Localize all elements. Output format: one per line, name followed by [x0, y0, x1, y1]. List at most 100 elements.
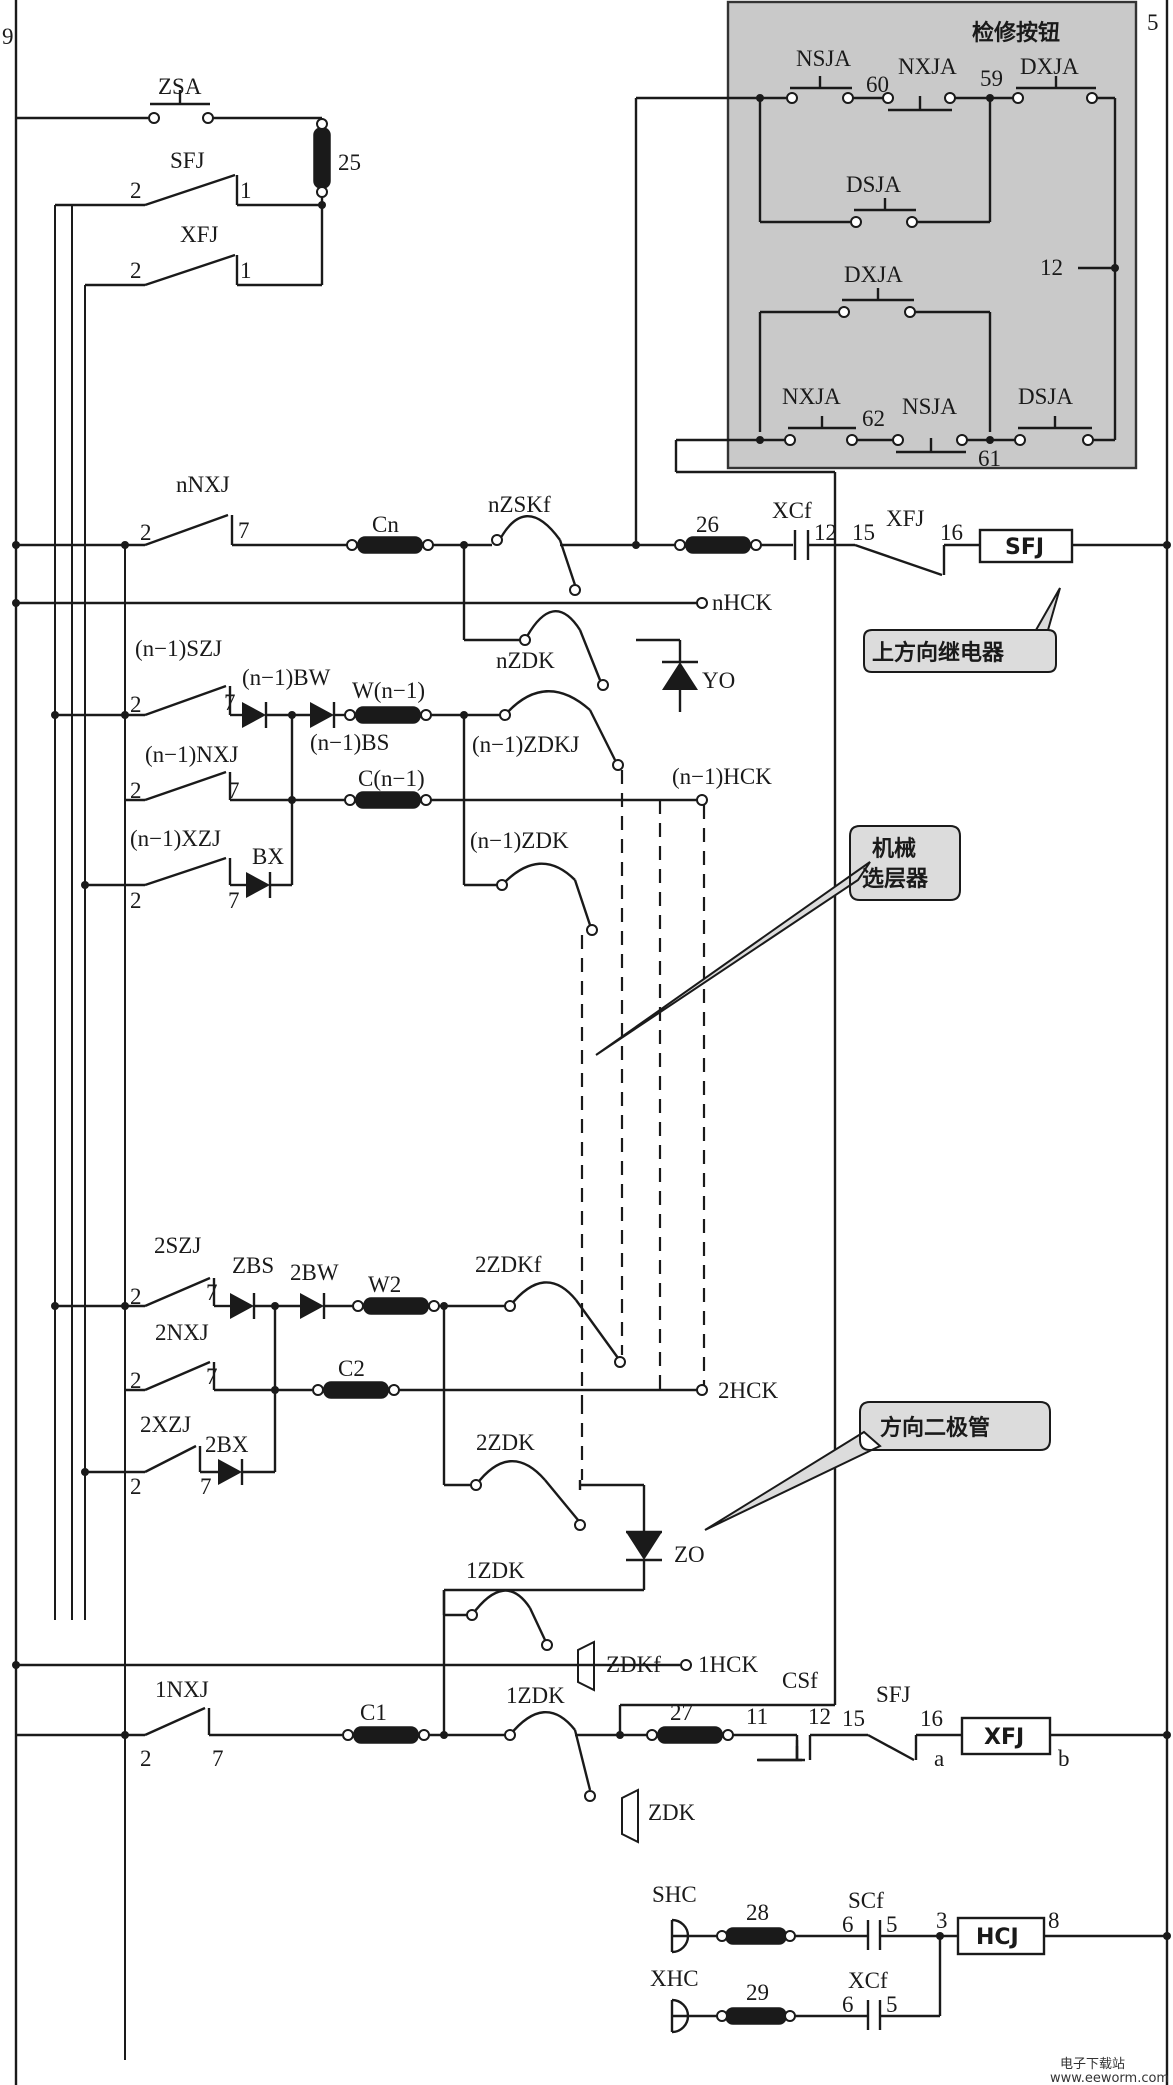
- svg-text:2ZDKf: 2ZDKf: [475, 1252, 542, 1277]
- svg-text:上方向继电器: 上方向继电器: [872, 640, 1005, 666]
- xfj-coil-label: XFJ: [984, 1725, 1024, 1750]
- svg-text:NXJA: NXJA: [782, 384, 841, 409]
- svg-text:nHCK: nHCK: [712, 590, 772, 615]
- svg-text:C(n−1): C(n−1): [358, 766, 425, 791]
- svg-text:28: 28: [746, 1900, 769, 1925]
- svg-text:NXJA: NXJA: [898, 54, 957, 79]
- svg-text:机械: 机械: [872, 837, 916, 862]
- svg-text:2BW: 2BW: [290, 1260, 339, 1285]
- svg-text:5: 5: [886, 1912, 898, 1937]
- svg-text:DSJA: DSJA: [1018, 384, 1073, 409]
- xfj-coil: [960, 1716, 1052, 1756]
- svg-text:(n−1)ZDKJ: (n−1)ZDKJ: [472, 732, 580, 757]
- inspection-button-panel: [726, 0, 1138, 470]
- svg-text:SFJ: SFJ: [876, 1682, 911, 1707]
- svg-text:7: 7: [200, 1474, 212, 1499]
- svg-text:7: 7: [212, 1746, 224, 1771]
- svg-text:1: 1: [240, 258, 252, 283]
- svg-text:1: 1: [240, 178, 252, 203]
- svg-text:2: 2: [130, 178, 142, 203]
- svg-text:11: 11: [746, 1704, 768, 1729]
- svg-text:61: 61: [978, 446, 1001, 471]
- left-bus-label: 9: [2, 24, 14, 49]
- svg-text:(n−1)SZJ: (n−1)SZJ: [135, 636, 222, 661]
- svg-text:NSJA: NSJA: [796, 46, 851, 71]
- svg-text:16: 16: [940, 520, 963, 545]
- svg-text:C1: C1: [360, 1700, 387, 1725]
- svg-text:5: 5: [886, 1992, 898, 2017]
- svg-text:选层器: 选层器: [862, 867, 929, 892]
- svg-text:2: 2: [140, 1746, 152, 1771]
- sfj-coil-label: SFJ: [1005, 535, 1044, 560]
- svg-text:2: 2: [130, 1474, 142, 1499]
- svg-text:ZBS: ZBS: [232, 1253, 274, 1278]
- right-bus-label: 5: [1147, 10, 1159, 35]
- svg-text:1NXJ: 1NXJ: [155, 1677, 209, 1702]
- svg-text:8: 8: [1048, 1908, 1060, 1933]
- watermark-url: www.eeworm.com: [1050, 2071, 1169, 2085]
- svg-text:2: 2: [130, 692, 142, 717]
- svg-text:ZO: ZO: [674, 1542, 705, 1567]
- svg-text:SCf: SCf: [848, 1888, 884, 1913]
- svg-text:nNXJ: nNXJ: [176, 472, 230, 497]
- svg-text:(n−1)HCK: (n−1)HCK: [672, 764, 772, 789]
- svg-text:CSf: CSf: [782, 1668, 818, 1693]
- svg-text:6: 6: [842, 1912, 854, 1937]
- svg-text:NSJA: NSJA: [902, 394, 957, 419]
- svg-text:7: 7: [228, 888, 240, 913]
- svg-text:(n−1)NXJ: (n−1)NXJ: [145, 742, 239, 767]
- callout-up-relay: [863, 587, 1061, 673]
- svg-text:7: 7: [206, 1364, 218, 1389]
- svg-text:1ZDK: 1ZDK: [466, 1558, 525, 1583]
- svg-text:6: 6: [842, 1992, 854, 2017]
- hcj-coil-label: HCJ: [976, 1925, 1019, 1950]
- svg-text:15: 15: [842, 1706, 865, 1731]
- svg-text:27: 27: [670, 1700, 693, 1725]
- svg-text:26: 26: [696, 512, 719, 537]
- svg-text:XFJ: XFJ: [886, 506, 924, 531]
- svg-text:(n−1)BS: (n−1)BS: [310, 730, 389, 755]
- svg-text:Cn: Cn: [372, 512, 399, 537]
- svg-text:(n−1)ZDK: (n−1)ZDK: [470, 828, 569, 853]
- hcj-coil: [956, 1916, 1046, 1956]
- svg-text:2BX: 2BX: [205, 1432, 249, 1457]
- svg-text:7: 7: [206, 1280, 218, 1305]
- svg-text:12: 12: [808, 1704, 831, 1729]
- svg-text:DXJA: DXJA: [844, 262, 903, 287]
- callout-selector: [595, 825, 961, 1056]
- svg-text:W2: W2: [368, 1272, 401, 1297]
- label-r25: 25: [338, 150, 361, 175]
- svg-text:b: b: [1058, 1746, 1070, 1771]
- inspection-title: 检修按钮: [972, 20, 1060, 46]
- label-zsa: ZSA: [158, 74, 202, 99]
- svg-text:YO: YO: [702, 668, 735, 693]
- svg-text:15: 15: [852, 520, 875, 545]
- label-xfj-top: XFJ: [180, 222, 218, 247]
- svg-text:BX: BX: [252, 844, 284, 869]
- svg-text:2SZJ: 2SZJ: [154, 1233, 201, 1258]
- svg-text:ZDKf: ZDKf: [606, 1652, 661, 1677]
- svg-text:2: 2: [130, 258, 142, 283]
- svg-text:C2: C2: [338, 1356, 365, 1381]
- svg-text:2NXJ: 2NXJ: [155, 1320, 209, 1345]
- svg-text:XHC: XHC: [650, 1966, 699, 1991]
- svg-text:W(n−1): W(n−1): [352, 678, 425, 703]
- svg-text:3: 3: [936, 1908, 948, 1933]
- svg-text:2: 2: [130, 888, 142, 913]
- svg-text:2HCK: 2HCK: [718, 1378, 778, 1403]
- svg-text:29: 29: [746, 1980, 769, 2005]
- svg-text:7: 7: [238, 518, 250, 543]
- svg-text:XCf: XCf: [772, 498, 812, 523]
- svg-text:2XZJ: 2XZJ: [140, 1412, 191, 1437]
- svg-text:7: 7: [228, 778, 240, 803]
- svg-text:62: 62: [862, 406, 885, 431]
- svg-text:nZSKf: nZSKf: [488, 492, 551, 517]
- svg-text:2: 2: [140, 520, 152, 545]
- svg-text:1ZDK: 1ZDK: [506, 1683, 565, 1708]
- svg-text:XCf: XCf: [848, 1968, 888, 1993]
- svg-text:(n−1)BW: (n−1)BW: [242, 665, 331, 690]
- svg-text:SHC: SHC: [652, 1882, 697, 1907]
- svg-text:12: 12: [1040, 255, 1063, 280]
